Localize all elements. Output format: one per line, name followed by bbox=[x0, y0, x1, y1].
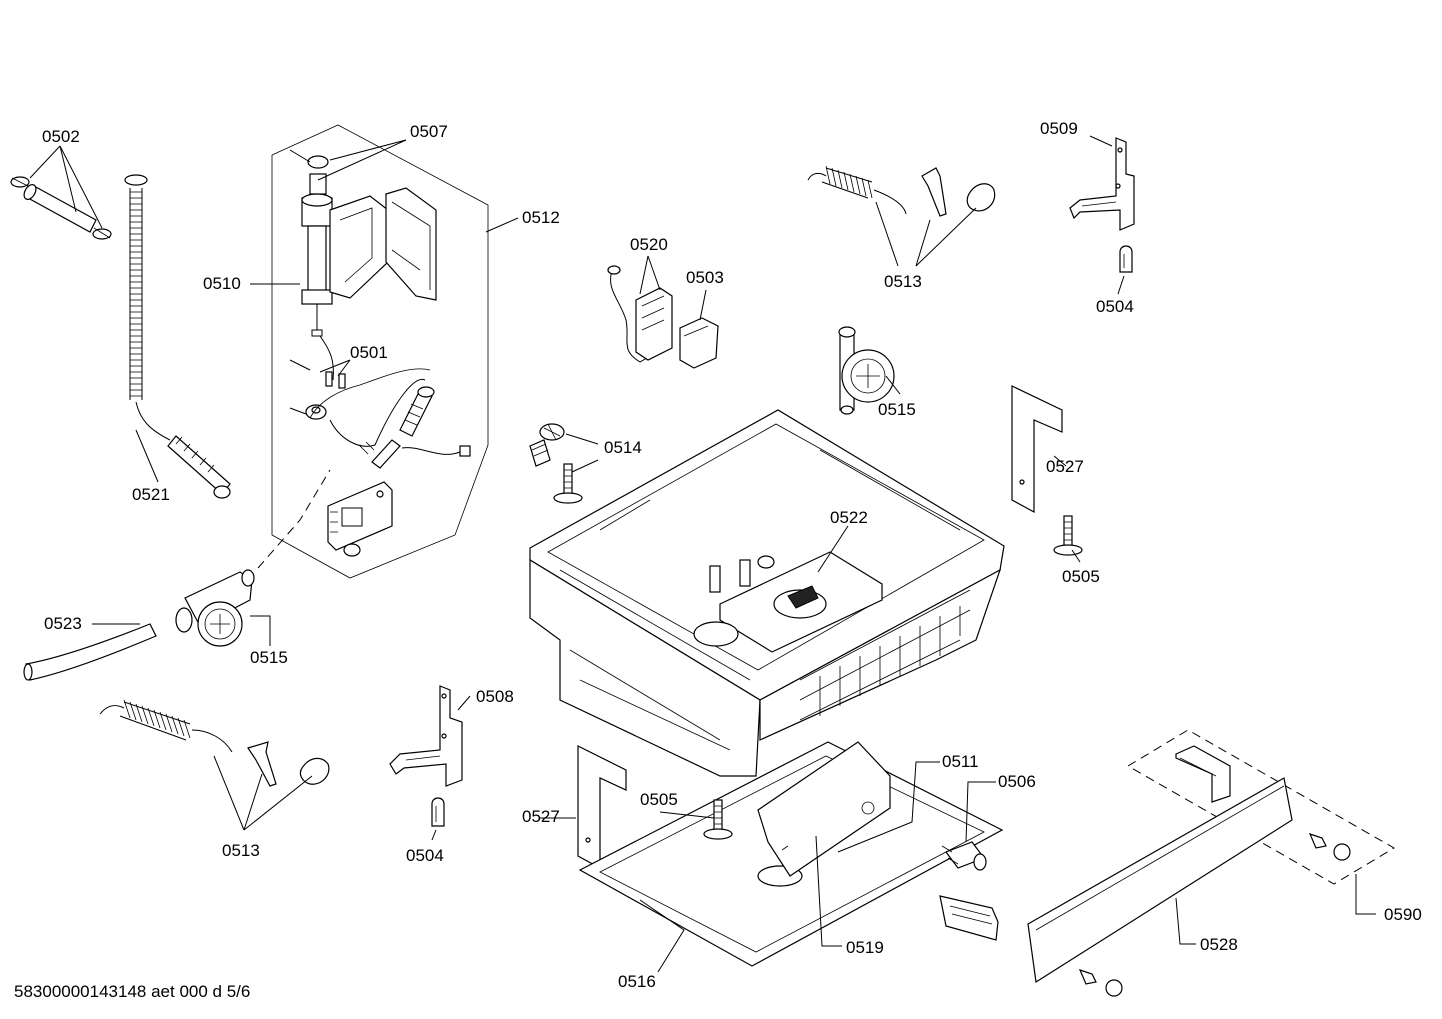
part-0506-sensor bbox=[941, 841, 987, 871]
part-0508-hinge bbox=[389, 685, 463, 787]
part-tub-assembly bbox=[529, 409, 1005, 777]
label-0521: 0521 bbox=[132, 485, 170, 504]
label-0504-right: 0504 bbox=[1096, 297, 1134, 316]
label-0506: 0506 bbox=[998, 772, 1036, 791]
part-0515-pump-right bbox=[838, 326, 895, 415]
part-0514-nut bbox=[529, 423, 565, 467]
label-0509: 0509 bbox=[1040, 119, 1078, 138]
part-0519-float bbox=[757, 741, 891, 877]
part-0504-clip-left bbox=[431, 797, 445, 827]
label-0508: 0508 bbox=[476, 687, 514, 706]
part-0520-switch bbox=[607, 265, 673, 363]
dash-box-0528 bbox=[1127, 729, 1395, 885]
label-0507: 0507 bbox=[410, 122, 448, 141]
wire-route bbox=[309, 368, 431, 419]
label-0512: 0512 bbox=[522, 208, 560, 227]
label-0501: 0501 bbox=[350, 343, 388, 362]
part-connection-hose bbox=[329, 378, 471, 469]
label-0523: 0523 bbox=[44, 614, 82, 633]
part-0509-hinge bbox=[1069, 137, 1135, 231]
part-0515-pump-left bbox=[175, 569, 255, 647]
label-0515-left: 0515 bbox=[250, 648, 288, 667]
label-0514: 0514 bbox=[604, 438, 642, 457]
part-0504-clip-right bbox=[1119, 245, 1133, 273]
tub-grille bbox=[799, 589, 971, 721]
part-0590-screw bbox=[1078, 833, 1351, 997]
label-0504-left: 0504 bbox=[406, 846, 444, 865]
part-0513-spring-top bbox=[807, 165, 996, 217]
part-0527-panel-right bbox=[1011, 385, 1063, 514]
label-0511: 0511 bbox=[942, 752, 979, 771]
part-0528-bracket bbox=[1175, 745, 1231, 803]
part-0521-hose bbox=[124, 174, 231, 499]
part-0505-screw-left bbox=[703, 799, 733, 840]
valve-group-frame bbox=[271, 124, 489, 579]
document-footer: 58300000143148 aet 000 d 5/6 bbox=[14, 982, 250, 1001]
label-0520: 0520 bbox=[630, 235, 668, 254]
part-0513-spring-left bbox=[99, 699, 330, 787]
part-0503-connector bbox=[679, 317, 719, 369]
label-0503: 0503 bbox=[686, 268, 724, 287]
label-0515-right: 0515 bbox=[878, 400, 916, 419]
label-0505-right: 0505 bbox=[1062, 567, 1100, 586]
part-labels: 0502 0507 0512 0510 0501 0521 0523 0515 … bbox=[42, 119, 1422, 991]
part-0528-kickplate bbox=[1027, 777, 1293, 984]
label-0516: 0516 bbox=[618, 972, 656, 991]
label-0502: 0502 bbox=[42, 127, 80, 146]
label-0505-left: 0505 bbox=[640, 790, 678, 809]
part-mounting-plate bbox=[327, 481, 393, 557]
part-0523-hose bbox=[23, 623, 157, 681]
part-0510-valve bbox=[301, 155, 346, 420]
part-0514-bolt bbox=[553, 463, 583, 504]
label-0519: 0519 bbox=[846, 938, 884, 957]
part-0527-panel-left bbox=[577, 745, 627, 870]
part-valve-housing bbox=[329, 187, 437, 301]
leader-lines bbox=[29, 135, 1376, 973]
label-0527-right: 0527 bbox=[1046, 457, 1084, 476]
label-0527-left: 0527 bbox=[522, 807, 560, 826]
dash-hose-to-pump bbox=[257, 469, 331, 569]
label-0590: 0590 bbox=[1384, 905, 1422, 924]
label-0528: 0528 bbox=[1200, 935, 1238, 954]
part-0502-pipe bbox=[10, 176, 112, 240]
part-0505-screw-right bbox=[1053, 515, 1083, 556]
part-0511-strip bbox=[939, 895, 999, 941]
label-0513-left: 0513 bbox=[222, 841, 260, 860]
label-0510: 0510 bbox=[203, 274, 241, 293]
label-0513-top: 0513 bbox=[884, 272, 922, 291]
label-0522: 0522 bbox=[830, 508, 868, 527]
